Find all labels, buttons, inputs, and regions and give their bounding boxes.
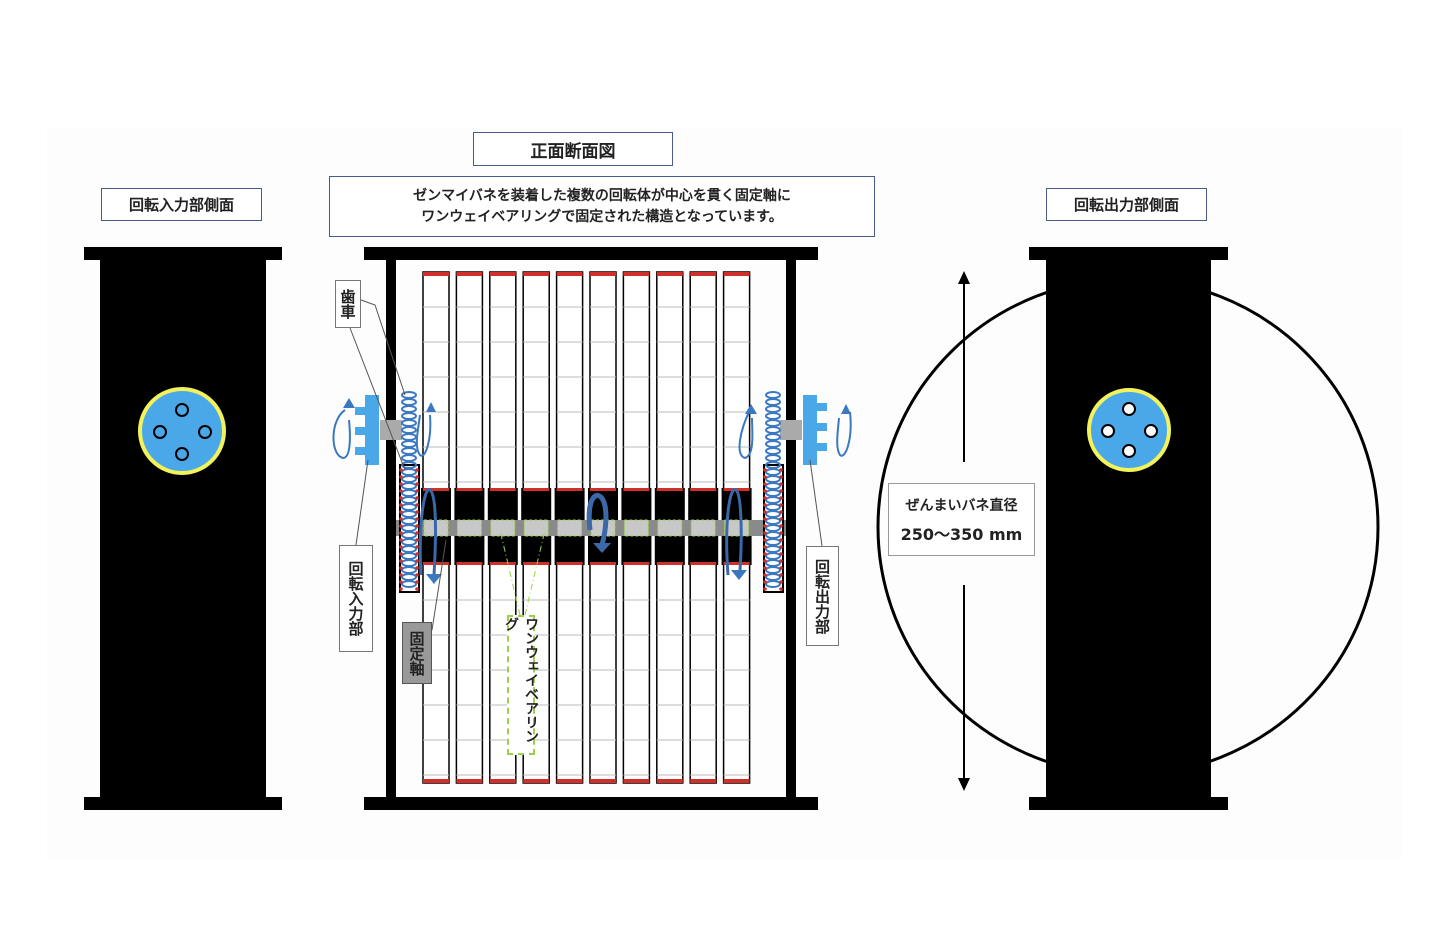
bearing <box>523 519 549 537</box>
bearing <box>490 519 516 537</box>
input-side-label: 回転入力部側面 <box>101 188 262 221</box>
front-section-frame <box>364 247 818 810</box>
fixed-shaft-label: 固定軸 <box>402 622 432 684</box>
front-section-title: 正面断面図 <box>473 132 673 166</box>
one-way-bearing-label: ワンウェイベアリング <box>503 615 539 755</box>
leader-lines <box>349 299 823 631</box>
output-side-view <box>876 247 1380 810</box>
bearing <box>456 519 482 537</box>
description-line: ワンウェイベアリングで固定された構造となっています。 <box>421 208 783 225</box>
gear-label: 歯車 <box>335 280 361 328</box>
output-hub-icon <box>1087 388 1171 472</box>
bearing <box>557 519 583 537</box>
output-side-label: 回転出力部側面 <box>1046 188 1207 221</box>
diameter-label: ぜんまいバネ直径 250〜350 mm <box>888 483 1035 556</box>
output-pulley-icon <box>803 395 827 465</box>
bearing <box>657 519 683 537</box>
bearing <box>623 519 649 537</box>
rotation-arrow-icon <box>586 493 609 546</box>
input-label: 回転入力部 <box>339 545 373 652</box>
bearing <box>690 519 716 537</box>
rotation-arrow-icon <box>332 409 351 460</box>
gear-coil <box>399 391 419 591</box>
input-gear-assembly <box>332 391 442 593</box>
diameter-title: ぜんまいバネ直径 <box>905 497 1018 514</box>
output-gear-assembly <box>725 391 852 593</box>
diameter-value: 250〜350 mm <box>900 524 1023 544</box>
output-label: 回転出力部 <box>806 546 839 646</box>
rotation-arrow-icon <box>418 488 437 576</box>
description-line: ゼンマイバネを装着した複数の回転体が中心を貫く固定軸に <box>413 187 791 204</box>
input-hub-icon <box>138 387 226 475</box>
input-side-view <box>84 247 282 810</box>
description-box: ゼンマイバネを装着した複数の回転体が中心を貫く固定軸に ワンウェイベアリングで固… <box>329 176 875 237</box>
input-pulley-icon <box>355 395 379 465</box>
gear-coil <box>763 391 783 591</box>
